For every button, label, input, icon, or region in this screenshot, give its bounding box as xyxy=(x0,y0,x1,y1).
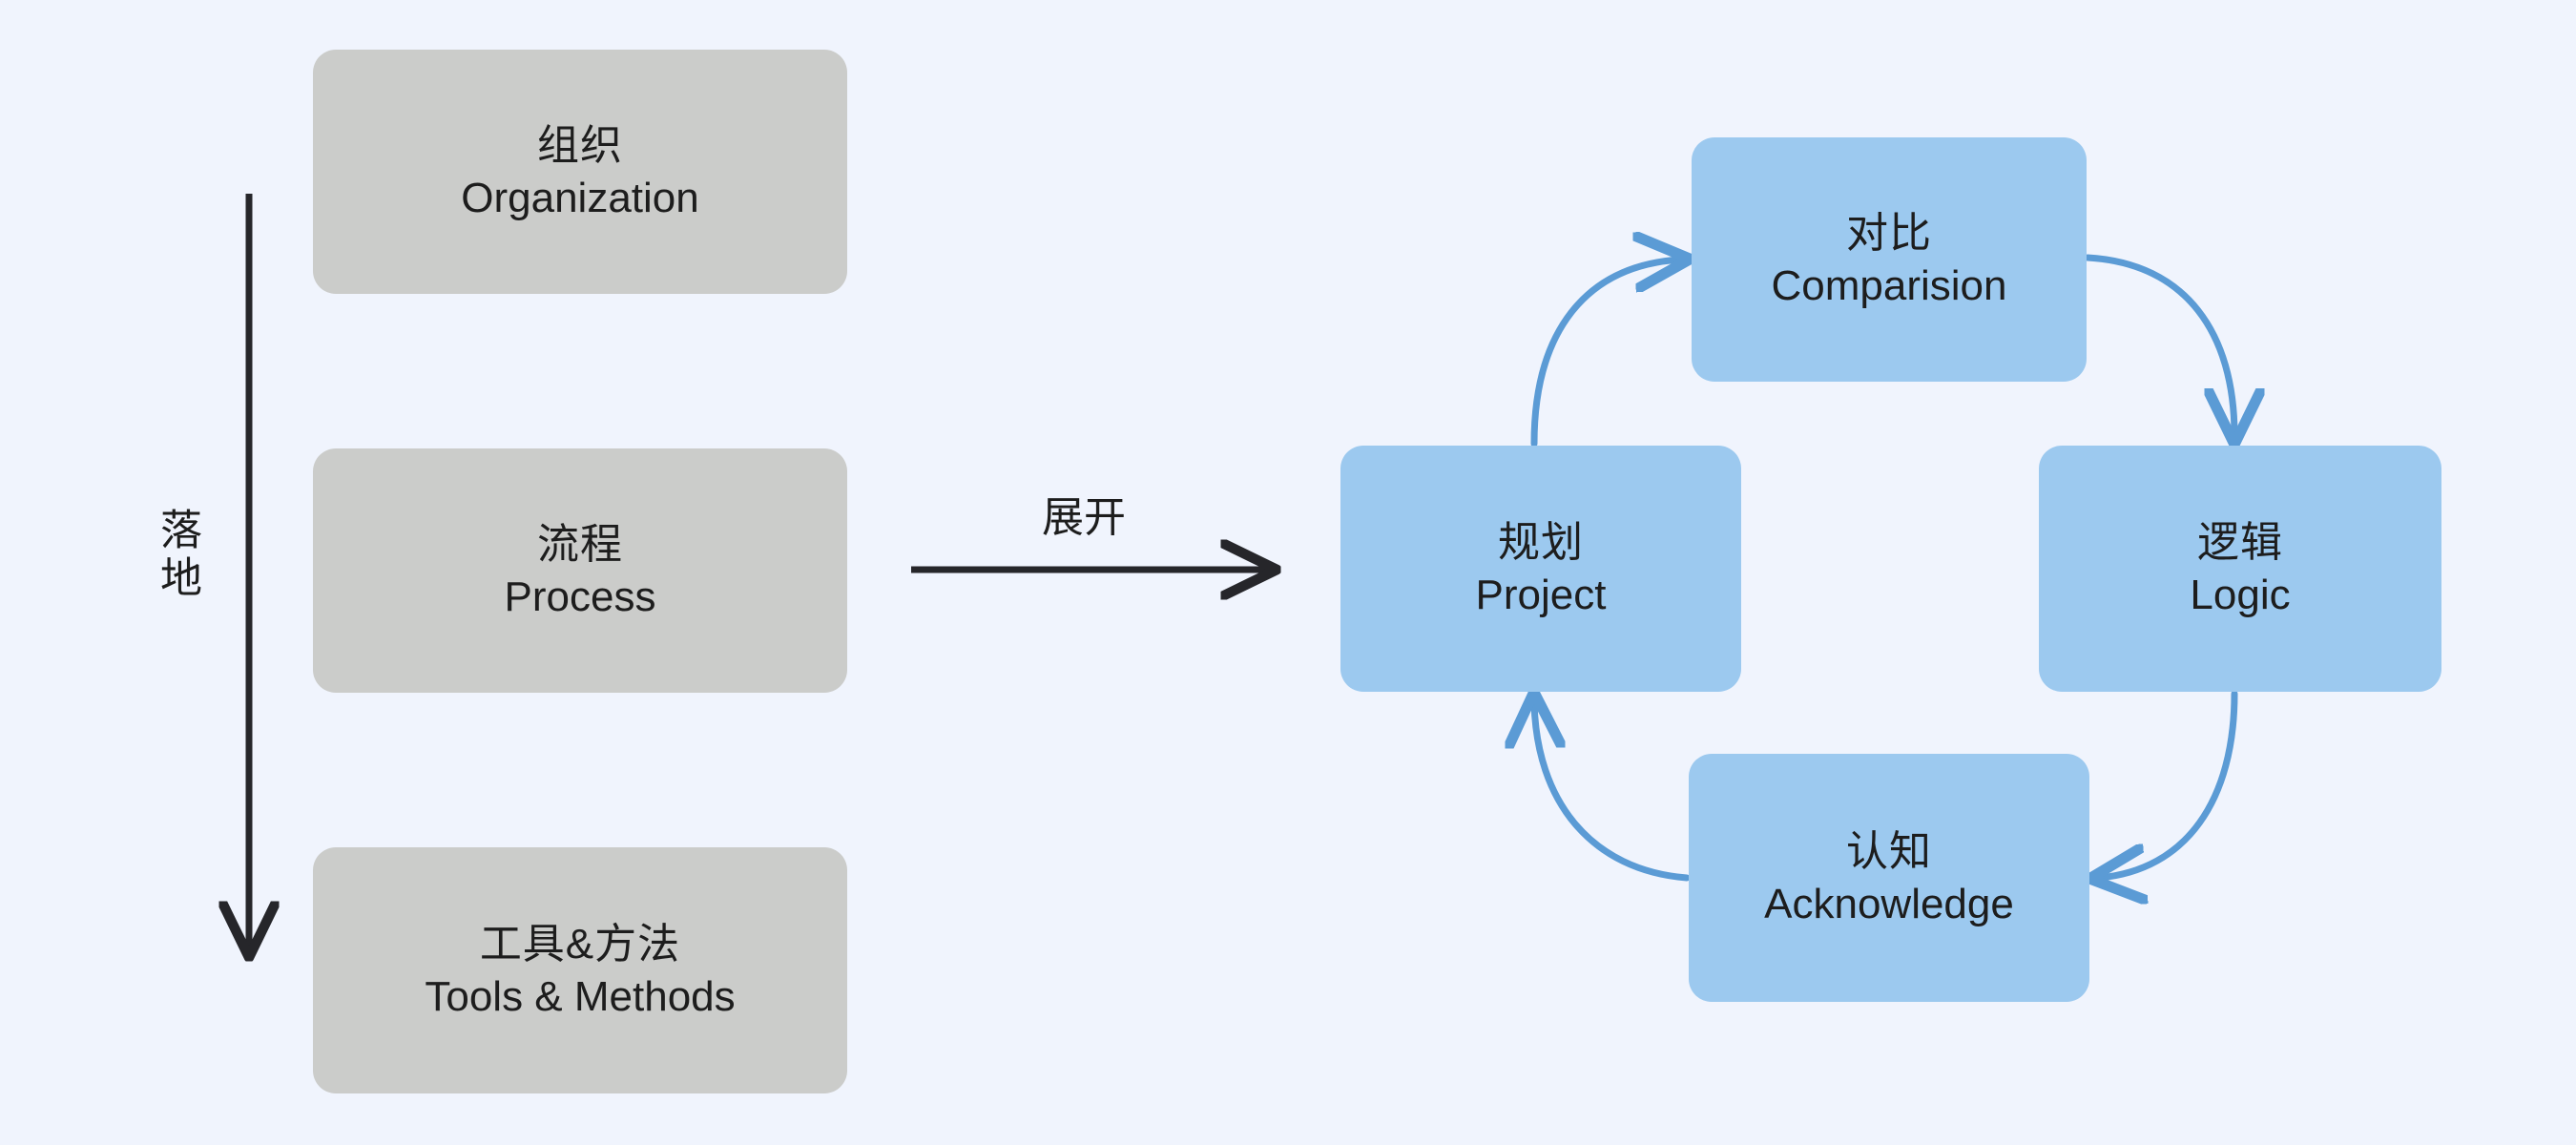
node-acknowledge-en: Acknowledge xyxy=(1764,881,2014,927)
node-process[interactable]: 流程 Process xyxy=(313,448,847,693)
arrow-acknowledge-to-project xyxy=(1534,701,1691,882)
node-tools-and-methods[interactable]: 工具&方法 Tools & Methods xyxy=(313,847,847,1093)
node-project-cn: 规划 xyxy=(1498,518,1584,566)
node-comparision-en: Comparision xyxy=(1771,262,2007,309)
node-acknowledge[interactable]: 认知 Acknowledge xyxy=(1689,754,2089,1002)
node-comparision[interactable]: 对比 Comparision xyxy=(1692,137,2087,382)
arrow-comparision-to-logic xyxy=(2084,254,2234,435)
node-project-en: Project xyxy=(1475,572,1607,618)
node-process-cn: 流程 xyxy=(537,520,623,568)
node-comparision-cn: 对比 xyxy=(1846,209,1932,257)
node-project[interactable]: 规划 Project xyxy=(1340,446,1741,692)
node-process-en: Process xyxy=(504,573,656,620)
node-logic[interactable]: 逻辑 Logic xyxy=(2039,446,2441,692)
node-tools-and-methods-cn: 工具&方法 xyxy=(479,920,681,968)
landing-arrow-label: 落地 xyxy=(154,508,200,603)
node-organization[interactable]: 组织 Organization xyxy=(313,50,847,294)
node-acknowledge-cn: 认知 xyxy=(1846,827,1932,875)
node-organization-en: Organization xyxy=(461,175,699,221)
node-logic-en: Logic xyxy=(2190,572,2291,618)
node-logic-cn: 逻辑 xyxy=(2197,518,2283,566)
arrow-project-to-comparision xyxy=(1530,260,1681,448)
node-tools-and-methods-en: Tools & Methods xyxy=(425,973,736,1020)
node-organization-cn: 组织 xyxy=(537,121,623,169)
arrow-logic-to-acknowledge xyxy=(2099,690,2238,878)
expand-arrow-label: 展开 xyxy=(1042,494,1126,541)
